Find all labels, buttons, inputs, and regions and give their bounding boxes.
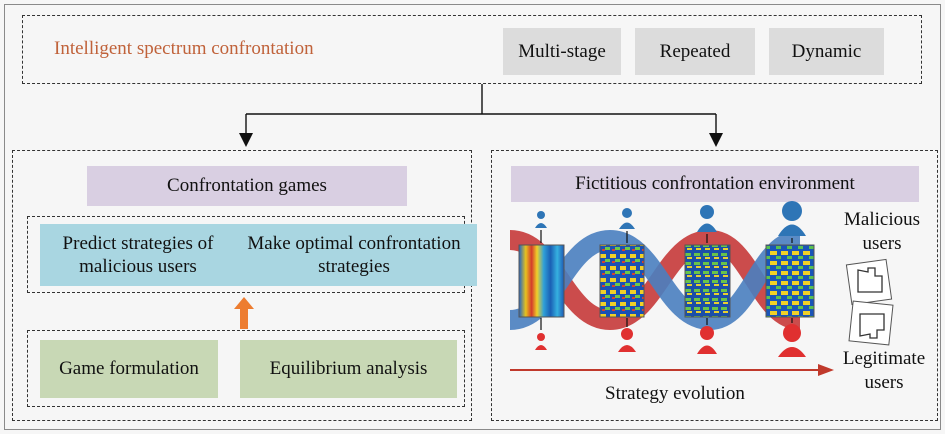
tag-dynamic: Dynamic (769, 28, 884, 75)
optimal-box: Make optimal confrontation strategies (231, 224, 477, 286)
strategy-evolution-label: Strategy evolution (605, 383, 745, 404)
equilibrium-box: Equilibrium analysis (240, 340, 457, 398)
malicious-label: Malicious users (844, 209, 920, 254)
fist-icon (845, 258, 894, 346)
tag-multi-stage: Multi-stage (503, 28, 621, 75)
left-lower-group (27, 330, 465, 407)
spectrum-icon (684, 244, 731, 318)
user-icon (535, 324, 806, 357)
game-formulation-box: Game formulation (40, 340, 218, 398)
tag-repeated: Repeated (635, 28, 755, 75)
top-title: Intelligent spectrum confrontation (54, 38, 314, 59)
left-header: Confrontation games (87, 166, 407, 206)
right-section (491, 150, 938, 421)
predict-box: Predict strategies of malicious users (40, 224, 236, 286)
spectrum-icon (518, 244, 565, 318)
right-header: Fictitious confrontation environment (511, 166, 919, 202)
connector-line (246, 84, 716, 115)
user-icon (535, 201, 806, 236)
arrow-up-icon (234, 297, 254, 329)
spectrum-icon (599, 244, 645, 318)
legitimate-label: Legitimate users (842, 348, 926, 393)
spectrum-icon (765, 244, 815, 318)
top-section (22, 15, 922, 84)
evolution-arrowhead (818, 364, 834, 376)
